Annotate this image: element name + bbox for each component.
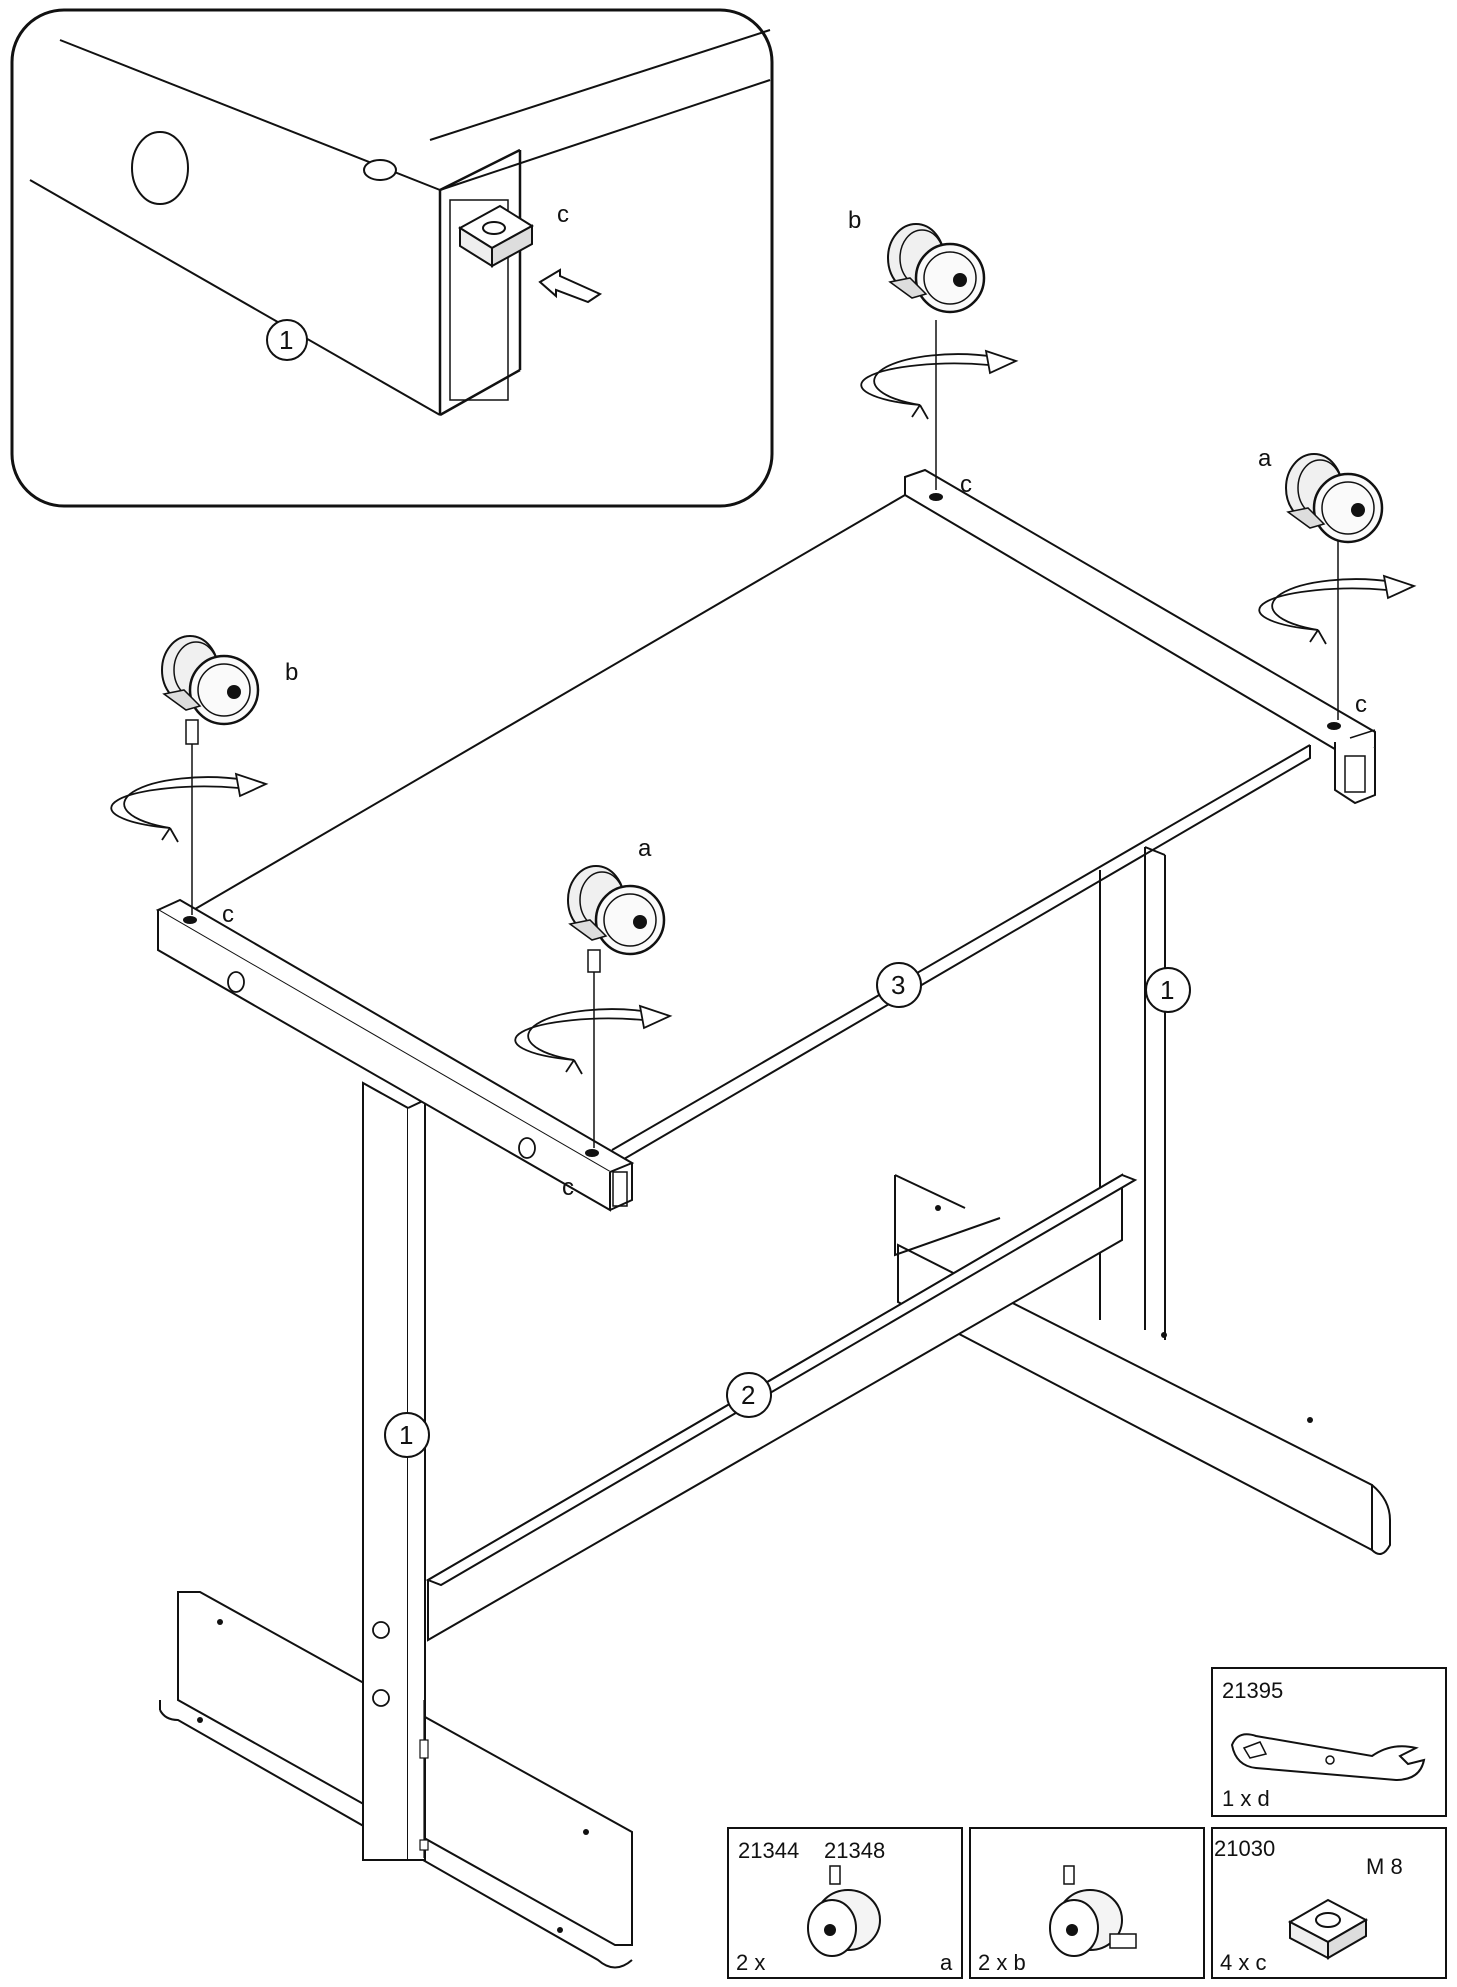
- svg-text:a: a: [940, 1950, 953, 1975]
- caster-back-left: b c: [848, 207, 1017, 498]
- table-assembly: 3 1 2 1 b c a c: [110, 207, 1415, 1969]
- caster-icon: [807, 1865, 881, 1957]
- parts-box-caster-a: 21344 21348 2 x a: [727, 1827, 963, 1979]
- svg-text:21030: 21030: [1214, 1836, 1275, 1861]
- svg-text:c: c: [222, 901, 234, 928]
- caster-front-left: b c: [110, 634, 298, 928]
- inset-square-nut: [458, 204, 534, 268]
- inset-nut-label: c: [557, 201, 569, 228]
- svg-text:2 x b: 2 x b: [978, 1950, 1026, 1975]
- left-leg: [362, 1081, 429, 1861]
- inset-tube: [29, 29, 771, 417]
- callout-part-1-right: 1: [1145, 967, 1191, 1013]
- svg-text:1: 1: [1160, 975, 1174, 1005]
- square-nut-icon: [1287, 1898, 1369, 1960]
- wrench-icon: [1230, 1733, 1426, 1782]
- svg-text:2: 2: [741, 1380, 755, 1410]
- crossbar: [425, 1173, 1138, 1642]
- inset-part-number: 1: [279, 325, 293, 355]
- caster-brake-icon: [1049, 1865, 1137, 1957]
- svg-text:2 x: 2 x: [736, 1950, 765, 1975]
- svg-text:21395: 21395: [1222, 1678, 1283, 1703]
- caster-back-right: a c: [1258, 445, 1415, 720]
- svg-text:1: 1: [399, 1420, 413, 1450]
- svg-text:b: b: [285, 659, 298, 686]
- svg-text:1 x d: 1 x d: [1222, 1786, 1270, 1811]
- svg-text:c: c: [960, 471, 972, 498]
- svg-text:4 x c: 4 x c: [1220, 1950, 1266, 1975]
- svg-text:3: 3: [891, 970, 905, 1000]
- svg-text:b: b: [848, 207, 861, 234]
- right-leg: [1099, 846, 1166, 1340]
- callout-part-2: 2: [726, 1372, 772, 1418]
- detail-inset: c 1: [10, 8, 774, 508]
- svg-text:a: a: [1258, 445, 1272, 472]
- parts-box-nut: 21030 M 8 4 x c: [1211, 1827, 1447, 1979]
- parts-box-wrench: 21395 1 x d: [1211, 1667, 1447, 1817]
- svg-text:c: c: [1355, 691, 1367, 718]
- caster-front-mid: a c: [514, 835, 671, 1201]
- insert-arrow-icon: [538, 268, 603, 304]
- svg-text:c: c: [562, 1174, 574, 1201]
- top-frame: [155, 468, 1376, 1212]
- parts-box-caster-b: 2 x b: [969, 1827, 1205, 1979]
- svg-text:M 8: M 8: [1366, 1854, 1403, 1879]
- svg-text:a: a: [638, 835, 652, 862]
- callout-part-1-left: 1: [384, 1412, 430, 1458]
- svg-text:21348: 21348: [824, 1838, 885, 1863]
- svg-text:21344: 21344: [738, 1838, 799, 1863]
- callout-part-3: 3: [876, 962, 922, 1008]
